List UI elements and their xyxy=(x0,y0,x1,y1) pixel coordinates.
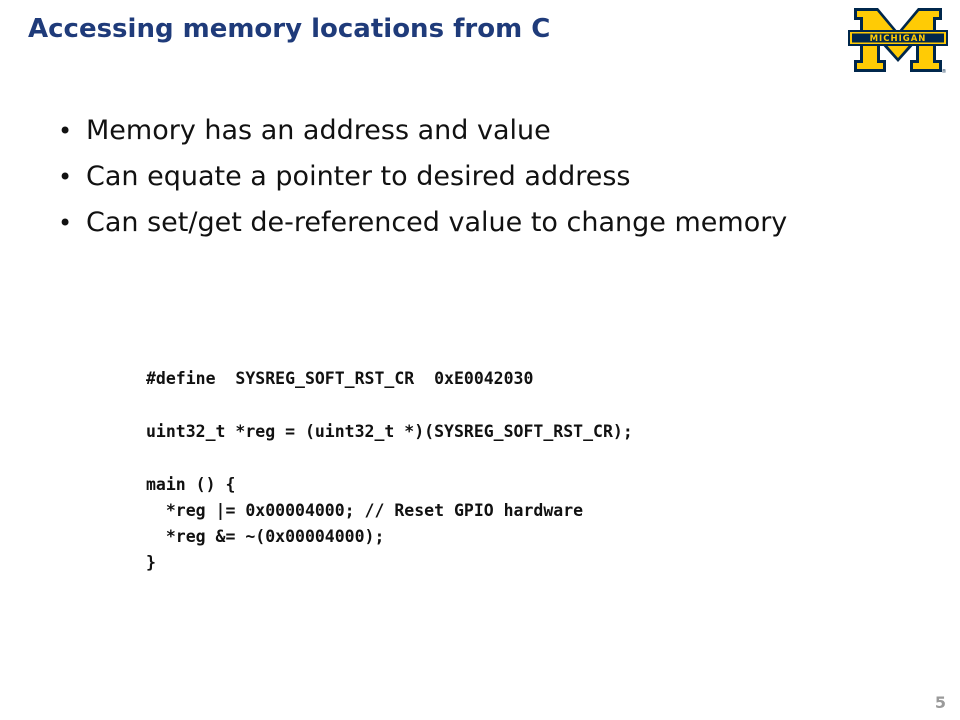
bullet-dot-icon: • xyxy=(58,163,73,191)
code-line-main-open: main () { xyxy=(146,475,236,494)
bullet-text: Can equate a pointer to desired address xyxy=(86,161,631,192)
michigan-block-m-logo: MICHIGAN ® xyxy=(848,8,948,74)
slide-title: Accessing memory locations from C xyxy=(28,14,551,44)
bullet-list: • Memory has an address and value • Can … xyxy=(58,108,787,246)
svg-text:®: ® xyxy=(942,68,947,74)
code-block: #define SYSREG_SOFT_RST_CR 0xE0042030 ui… xyxy=(146,366,633,576)
bullet-item: • Memory has an address and value xyxy=(58,108,787,154)
bullet-text: Memory has an address and value xyxy=(86,115,551,146)
bullet-text: Can set/get de-referenced value to chang… xyxy=(86,207,788,238)
logo-wordmark: MICHIGAN xyxy=(870,34,927,44)
bullet-dot-icon: • xyxy=(58,117,73,145)
code-line-reset: *reg |= 0x00004000; // Reset GPIO hardwa… xyxy=(146,501,584,520)
bullet-item: • Can equate a pointer to desired addres… xyxy=(58,154,787,200)
bullet-dot-icon: • xyxy=(58,209,73,237)
code-line-declaration: uint32_t *reg = (uint32_t *)(SYSREG_SOFT… xyxy=(146,422,633,441)
code-line-define: #define SYSREG_SOFT_RST_CR 0xE0042030 xyxy=(146,369,534,388)
code-line-clear: *reg &= ~(0x00004000); xyxy=(146,527,385,546)
code-line-main-close: } xyxy=(146,553,156,572)
page-number: 5 xyxy=(934,693,946,712)
bullet-item: • Can set/get de-referenced value to cha… xyxy=(58,200,787,246)
